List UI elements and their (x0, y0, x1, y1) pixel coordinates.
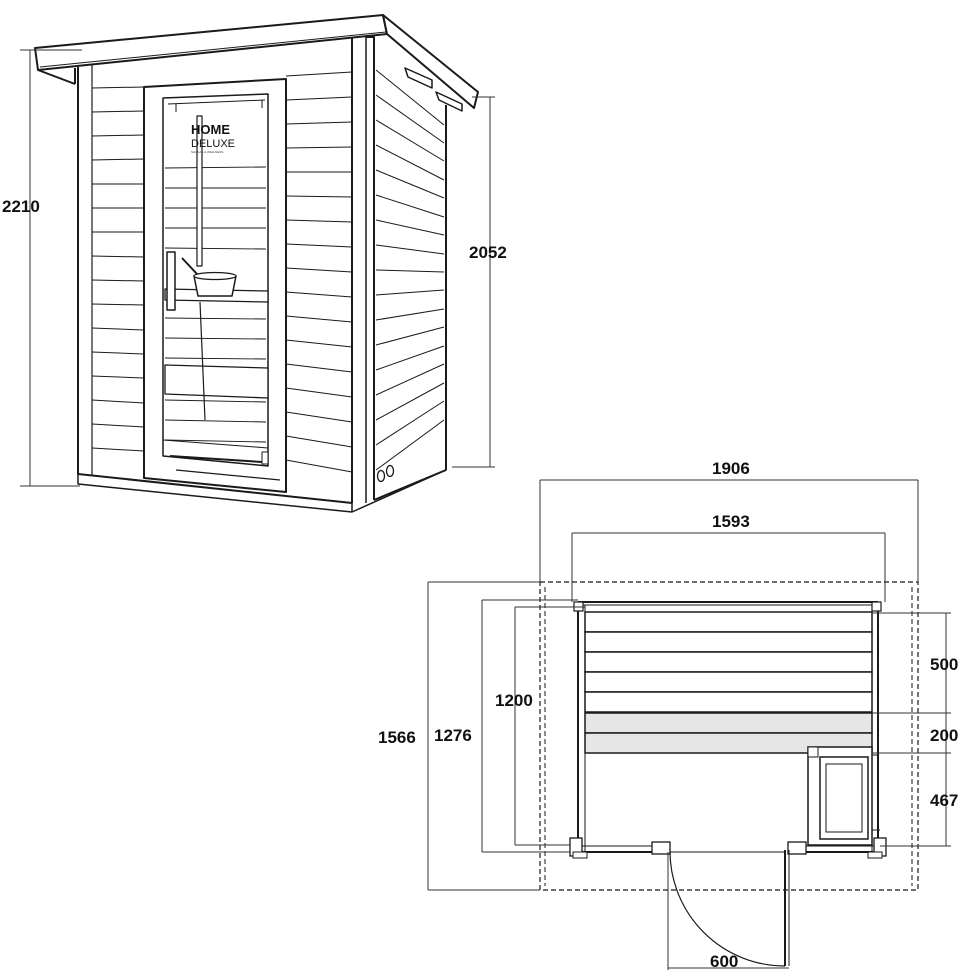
front-boards-right (285, 71, 353, 473)
door-handle (166, 251, 176, 311)
dimension-label-500: 500 (930, 655, 958, 674)
lower-bench (584, 712, 873, 754)
brand-logo: HOME DELUXE SAUNAS & WELLNESS (191, 122, 235, 154)
dimension-label-1276: 1276 (434, 726, 472, 745)
dimension-label-2052: 2052 (469, 243, 507, 262)
roof (34, 14, 479, 112)
dimension-label-1906: 1906 (712, 459, 750, 478)
door-swing (669, 850, 790, 967)
dimension-label-600: 600 (710, 952, 738, 971)
height-dimensions (20, 49, 495, 487)
svg-text:DELUXE: DELUXE (191, 138, 235, 150)
sauna-heater (807, 746, 880, 846)
front-wall (77, 37, 447, 513)
interior-boards (164, 166, 267, 443)
vent-hole (385, 464, 395, 478)
side-wall (366, 36, 447, 501)
dimension-label-2210: 2210 (2, 197, 40, 216)
glass-door (143, 78, 287, 493)
plan-dimensions (427, 479, 951, 970)
front-boards-left (91, 86, 145, 452)
vent-hole (376, 469, 386, 483)
plan-view (539, 581, 919, 967)
dimension-label-467: 467 (930, 791, 958, 810)
dimension-label-1566: 1566 (378, 728, 416, 747)
svg-text:HOME: HOME (191, 122, 230, 137)
roof-outline (539, 581, 919, 891)
upper-bench (584, 611, 873, 713)
svg-text:SAUNAS & WELLNESS: SAUNAS & WELLNESS (191, 150, 223, 154)
dimension-label-200: 200 (930, 726, 958, 745)
sauna-bucket-icon (181, 257, 237, 297)
dimension-label-1593: 1593 (712, 512, 750, 531)
dimension-label-1200: 1200 (495, 691, 533, 710)
side-boards (375, 69, 445, 471)
perspective-view: HOME DELUXE SAUNAS & WELLNESS (34, 14, 479, 513)
